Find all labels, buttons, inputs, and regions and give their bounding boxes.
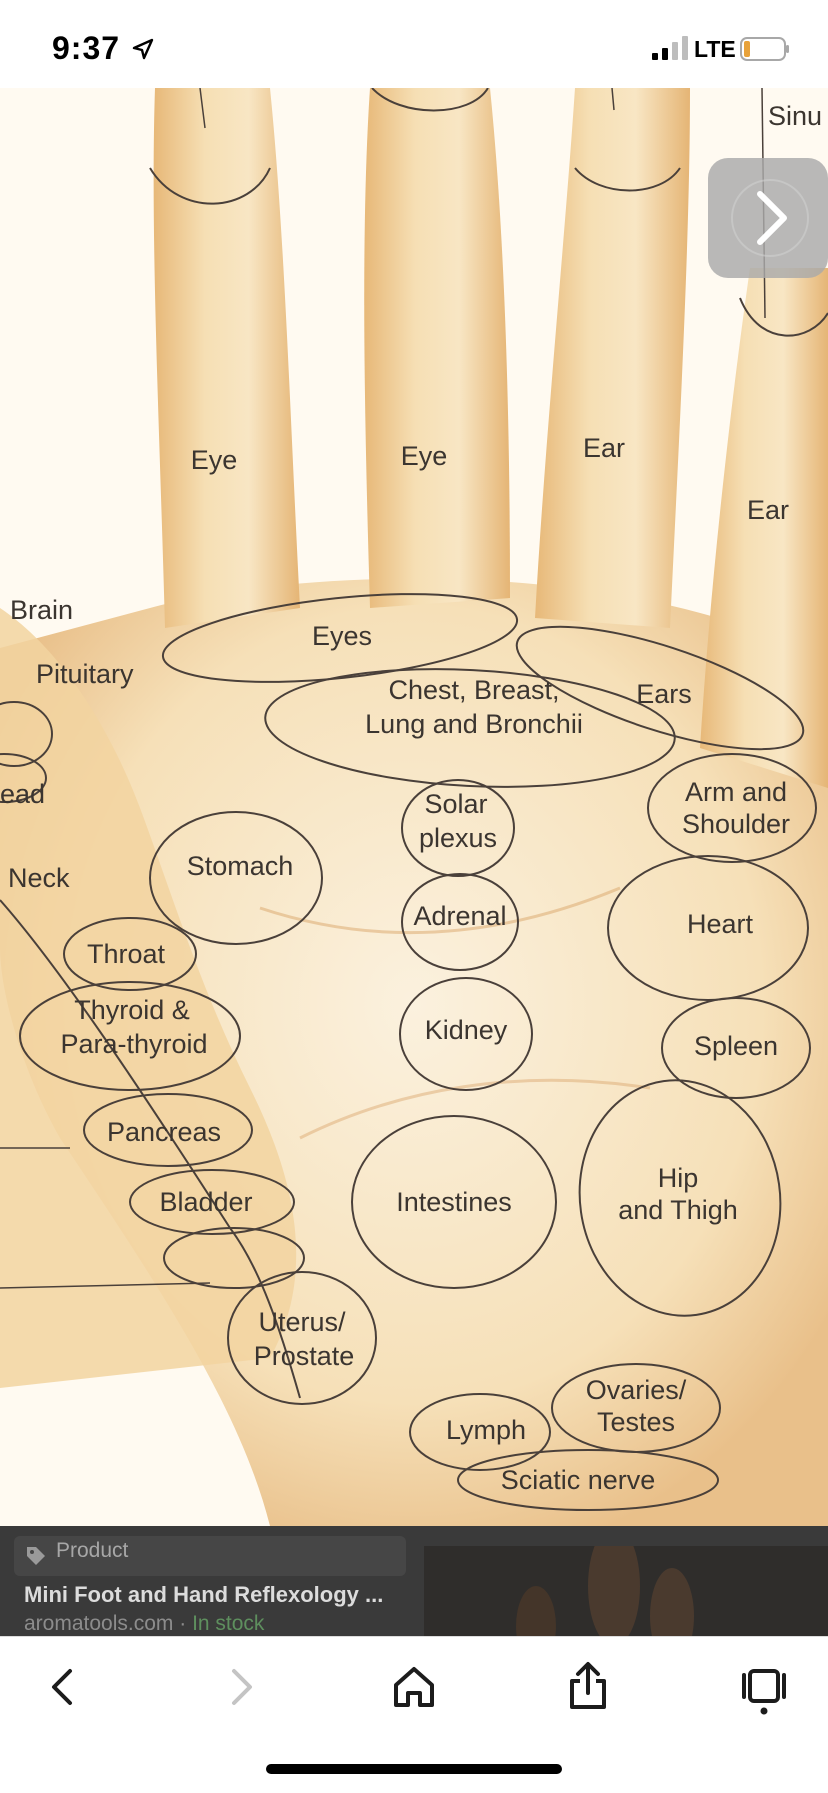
label-stomach: Stomach (186, 851, 294, 881)
label-bladder: Bladder (159, 1187, 253, 1217)
label-ovaries-2: Testes (596, 1407, 676, 1437)
location-arrow-icon (132, 38, 154, 60)
forward-icon (232, 1669, 252, 1705)
chevron-right-icon (731, 179, 809, 257)
label-ear-ring: Ear (582, 433, 626, 463)
label-uterus-1: Uterus/ (258, 1307, 346, 1337)
label-adrenal: Adrenal (413, 901, 507, 931)
label-solar-2: plexus (418, 823, 498, 853)
label-eyes: Eyes (311, 621, 373, 651)
status-bar: 9:37 LTE (0, 0, 828, 88)
label-spleen: Spleen (693, 1031, 779, 1061)
label-pituitary: Pituitary (36, 659, 134, 689)
label-hip-1: Hip (657, 1163, 699, 1193)
home-icon (394, 1667, 434, 1707)
label-heart: Heart (686, 909, 754, 939)
label-ears: Ears (636, 679, 692, 709)
reflexology-chart-image[interactable]: Sinu Eye Eye Ear Ear Brain Pituitary Eye… (0, 88, 828, 1526)
label-intestines: Intestines (396, 1187, 512, 1217)
label-thyroid-2: Para-thyroid (60, 1029, 208, 1059)
forward-button[interactable] (212, 1659, 268, 1715)
label-chest-1: Chest, Breast, (388, 675, 560, 705)
product-stock: In stock (192, 1612, 265, 1635)
home-indicator (266, 1764, 562, 1774)
label-ear-little: Ear (746, 495, 790, 525)
label-kidney: Kidney (424, 1015, 508, 1045)
next-image-button[interactable] (708, 158, 828, 278)
home-button[interactable] (386, 1659, 442, 1715)
product-tag-label: Product (56, 1539, 129, 1562)
label-chest-2: Lung and Bronchii (365, 709, 583, 739)
label-ovaries-1: Ovaries/ (585, 1375, 687, 1405)
product-separator: · (173, 1612, 193, 1635)
label-eye-index: Eye (190, 445, 238, 475)
share-icon (570, 1662, 606, 1709)
back-icon (52, 1669, 72, 1705)
share-button[interactable] (560, 1659, 616, 1715)
label-arm-1: Arm and (684, 777, 788, 807)
product-source[interactable]: aromatools.com (24, 1612, 174, 1635)
label-lymph: Lymph (445, 1415, 527, 1445)
label-thyroid-1: Thyroid & (74, 995, 190, 1025)
cell-signal-icon (652, 36, 688, 60)
label-hip-2: and Thigh (618, 1195, 738, 1225)
tag-icon (27, 1547, 45, 1565)
label-brain: Brain (10, 595, 74, 625)
label-head: ead (0, 779, 46, 809)
label-solar-1: Solar (424, 789, 488, 819)
product-source-line: aromatools.com · In stock (24, 1612, 264, 1636)
tabs-icon (742, 1669, 786, 1715)
network-type: LTE (694, 36, 736, 62)
label-neck: Neck (8, 863, 70, 893)
product-thumbnail[interactable] (424, 1526, 828, 1636)
product-title[interactable]: Mini Foot and Hand Reflexology ... (24, 1582, 384, 1607)
tabs-button[interactable] (736, 1659, 792, 1715)
status-time: 9:37 (52, 30, 121, 66)
back-button[interactable] (36, 1659, 92, 1715)
product-banner[interactable]: Product Mini Foot and Hand Reflexology .… (0, 1526, 828, 1636)
label-arm-2: Shoulder (681, 809, 791, 839)
product-thumbnail-art (424, 1526, 828, 1636)
label-throat: Throat (86, 939, 166, 969)
product-tag (14, 1536, 406, 1576)
label-pancreas: Pancreas (106, 1117, 222, 1147)
battery-icon (740, 37, 789, 61)
label-sinus: Sinu (768, 101, 823, 131)
label-eye-middle: Eye (400, 441, 448, 471)
label-sciatic: Sciatic nerve (500, 1465, 656, 1495)
label-uterus-2: Prostate (253, 1341, 355, 1371)
hand-illustration (0, 88, 828, 1526)
